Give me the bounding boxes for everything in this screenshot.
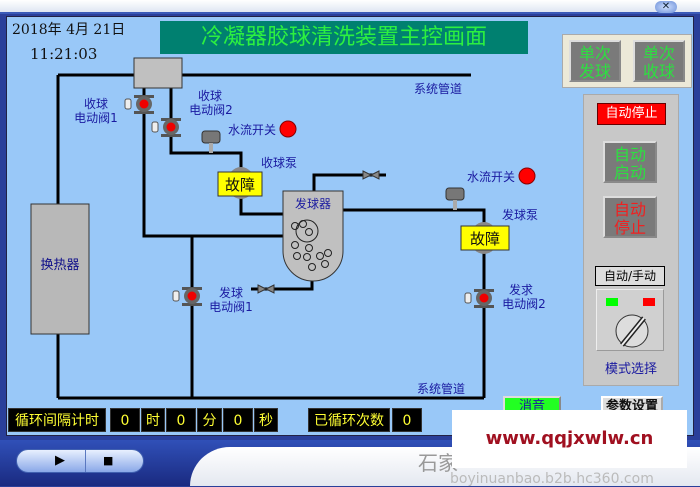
flow-switch-2-label: 水流开关 xyxy=(467,170,515,184)
system-pipe-top-label: 系统管道 xyxy=(414,81,462,96)
pipes xyxy=(56,73,486,400)
flow-switch-2-indicator xyxy=(518,167,536,185)
auto-status-badge: 自动停止 xyxy=(597,103,666,125)
heat-exchanger-label: 换热器 xyxy=(40,258,79,273)
timer-minutes: 0 xyxy=(166,408,196,432)
flow-switch-1-indicator xyxy=(279,120,297,138)
heat-exchanger xyxy=(30,203,90,335)
button-label: 启动 xyxy=(613,163,646,182)
balls xyxy=(291,219,332,271)
send-pump-status: 故障 xyxy=(470,230,500,248)
flow-switch-icon xyxy=(201,130,465,210)
timer-hours: 0 xyxy=(110,408,140,432)
stop-icon[interactable]: ■ xyxy=(103,454,114,467)
site-text: boyinuanbao.b2b.hc360.com xyxy=(450,471,654,487)
button-label: 停止 xyxy=(613,218,646,237)
auto-start-button[interactable]: 自动启动 xyxy=(603,141,657,183)
recv-pump-status: 故障 xyxy=(225,176,255,194)
date-display: 2018年 4月 21日 xyxy=(12,22,126,38)
button-label: 收球 xyxy=(642,62,675,81)
button-label: 单次 xyxy=(578,44,611,63)
cycle-count: 0 xyxy=(392,408,422,432)
divider xyxy=(85,450,86,472)
recv-valve2-label: 电动阀2 xyxy=(189,103,233,117)
ball-launcher xyxy=(282,190,344,282)
single-send-button[interactable]: 单次发球 xyxy=(569,40,621,82)
timer-seconds: 0 xyxy=(223,408,253,432)
system-pipe-bottom-label: 系统管道 xyxy=(417,381,465,396)
player-controls: ▶ ■ xyxy=(16,449,144,473)
recv-valve1-label: 收球 xyxy=(84,97,108,111)
mode-label: 自动/手动 xyxy=(595,266,665,286)
ball-collector xyxy=(133,57,183,89)
send-valve2-label: 发求 xyxy=(509,282,533,297)
interval-timer-label: 循环间隔计时 xyxy=(8,408,106,432)
minutes-unit: 分 xyxy=(197,408,222,432)
company-text: 石家 xyxy=(418,451,458,475)
send-pump-label: 发球泵 xyxy=(502,207,538,222)
seconds-unit: 秒 xyxy=(254,408,278,432)
button-label: 发球 xyxy=(578,62,611,81)
manual-indicator xyxy=(643,298,655,306)
flow-switch-1-label: 水流开关 xyxy=(228,123,276,137)
mode-select-label: 模式选择 xyxy=(604,362,657,377)
recv-pump-label: 收球泵 xyxy=(261,156,297,170)
valve-icon xyxy=(124,95,494,308)
send-valve1-label: 发球 xyxy=(219,285,243,300)
knob-icon xyxy=(615,314,649,348)
watermark: www.qqjxwlw.cn xyxy=(452,410,687,468)
button-label: 自动 xyxy=(613,200,646,219)
send-valve1-label: 电动阀1 xyxy=(209,300,253,314)
auto-stop-button[interactable]: 自动停止 xyxy=(603,196,657,238)
hours-unit: 时 xyxy=(141,408,165,432)
title-bar: ✕ xyxy=(0,0,700,14)
send-valve2-label: 电动阀2 xyxy=(502,297,546,311)
close-icon[interactable]: ✕ xyxy=(655,1,677,13)
page-title: 冷凝器胶球清洗装置主控画面 xyxy=(160,21,528,54)
pump-icon xyxy=(217,167,510,254)
play-icon[interactable]: ▶ xyxy=(55,453,65,468)
time-display: 11:21:03 xyxy=(30,45,98,63)
auto-indicator xyxy=(606,298,618,306)
process-diagram: 换热器 发球器 故障 故障 系统管道 系统管道 收球 电动阀1 收球 电动阀2 … xyxy=(30,57,546,400)
mode-selector-switch[interactable] xyxy=(596,289,664,351)
button-label: 单次 xyxy=(642,44,675,63)
single-recv-button[interactable]: 单次收球 xyxy=(633,40,685,82)
button-label: 自动 xyxy=(613,145,646,164)
recv-valve2-label: 收球 xyxy=(198,89,222,103)
cycle-count-label: 已循环次数 xyxy=(308,408,390,432)
recv-valve1-label: 电动阀1 xyxy=(74,111,118,125)
ball-launcher-label: 发球器 xyxy=(295,196,331,211)
